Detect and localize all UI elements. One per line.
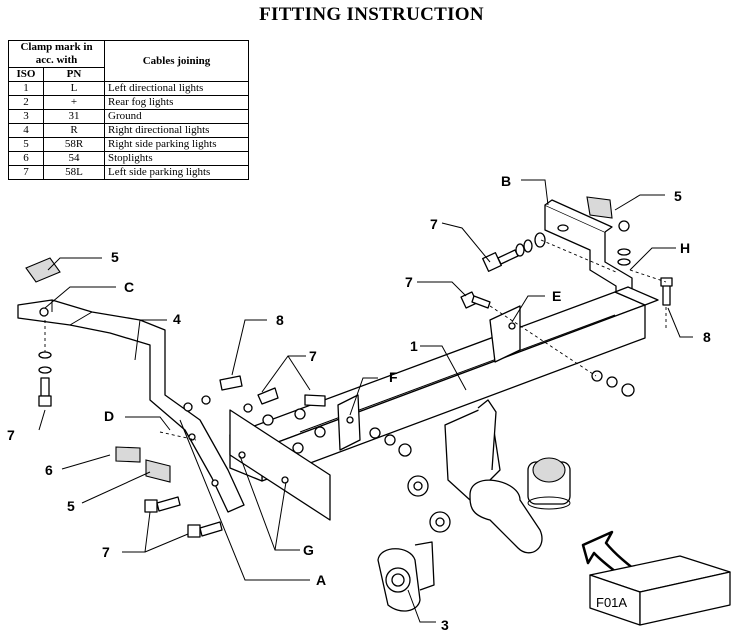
bolt-left-vertical	[38, 351, 52, 407]
tow-ball-support	[407, 399, 571, 554]
table-subheader-row: ISO PN	[8, 67, 249, 82]
callout-8-centre: 8	[276, 312, 284, 328]
callout-d: D	[104, 408, 114, 424]
callout-c: C	[124, 279, 134, 295]
callout-5-left-bottom: 5	[67, 498, 75, 514]
callout-7-left-lower: 7	[102, 544, 110, 560]
callout-7-centre: 7	[309, 348, 317, 364]
part-box: F01A	[589, 555, 731, 626]
callout-7-left: 7	[7, 427, 15, 443]
clamp-mark-table: Clamp mark in acc. with Cables joining I…	[8, 40, 249, 180]
callout-b: B	[501, 173, 511, 189]
cable-cell: Right side parking lights	[104, 137, 249, 152]
socket-plate	[377, 541, 435, 612]
bolt-set-right-middle	[460, 291, 635, 397]
callout-e: E	[552, 288, 561, 304]
callout-4: 4	[173, 311, 181, 327]
callout-h: H	[680, 240, 690, 256]
bolt-set-centre	[183, 375, 412, 457]
callout-f: F	[389, 369, 398, 385]
left-mounting-plate	[229, 409, 331, 521]
cable-cell: Left side parking lights	[104, 165, 249, 180]
leader-lines	[38, 179, 693, 623]
callout-g: G	[303, 542, 314, 558]
bolt-set-right-upper	[482, 232, 546, 272]
callout-7-right-upper: 7	[430, 216, 438, 232]
plate-e	[489, 305, 521, 363]
callout-3: 3	[441, 617, 449, 633]
pn-cell: 58R	[43, 137, 105, 152]
callout-6: 6	[45, 462, 53, 478]
callout-1: 1	[410, 338, 418, 354]
callout-a: A	[316, 572, 326, 588]
page-title: FITTING INSTRUCTION	[259, 4, 484, 25]
clamp-6	[115, 446, 141, 463]
pn-header: PN	[43, 67, 105, 82]
callout-labels: 1 3 4 5 5 5 6 7 7 7 7 7 8 8 A B C D E F …	[7, 173, 711, 633]
plate-f	[337, 394, 361, 451]
bolt-set-left-lower	[144, 496, 223, 538]
callout-5-left-top: 5	[111, 249, 119, 265]
part-box-label: F01A	[596, 595, 627, 610]
callout-5-right: 5	[674, 188, 682, 204]
callout-7-right-middle: 7	[405, 274, 413, 290]
clamp-5-left-top	[25, 257, 61, 283]
clamp-mark-header: Clamp mark in acc. with	[8, 40, 105, 68]
assembly-guide-lines	[44, 239, 667, 441]
clamp-5-left-bottom	[145, 459, 171, 483]
table-row: 2+Rear fog lights	[8, 95, 249, 110]
callout-8-right: 8	[703, 329, 711, 345]
bolt-right-vertical	[617, 248, 673, 306]
clamp-5-right	[586, 196, 630, 232]
